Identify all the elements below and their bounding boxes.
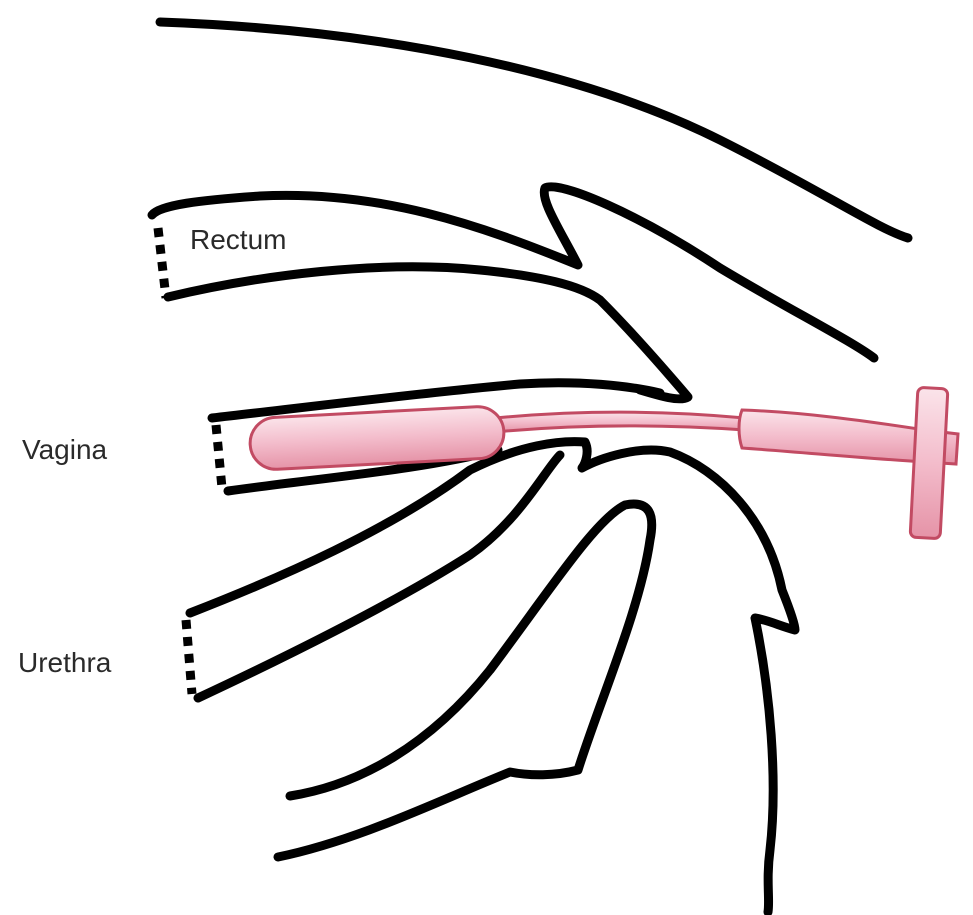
probe-crossbar bbox=[910, 387, 948, 538]
label-urethra: Urethra bbox=[18, 647, 111, 679]
vagina-opening bbox=[216, 425, 222, 488]
label-rectum: Rectum bbox=[190, 224, 286, 256]
rectum-opening bbox=[158, 228, 166, 298]
probe-tip bbox=[249, 405, 505, 470]
label-vagina: Vagina bbox=[22, 434, 107, 466]
urethra-opening bbox=[186, 620, 192, 694]
urethra-upper-wall bbox=[190, 442, 795, 912]
rectum-lower-wall bbox=[168, 267, 688, 399]
probe-shaft bbox=[495, 412, 745, 432]
outer-body-curve bbox=[160, 22, 908, 238]
